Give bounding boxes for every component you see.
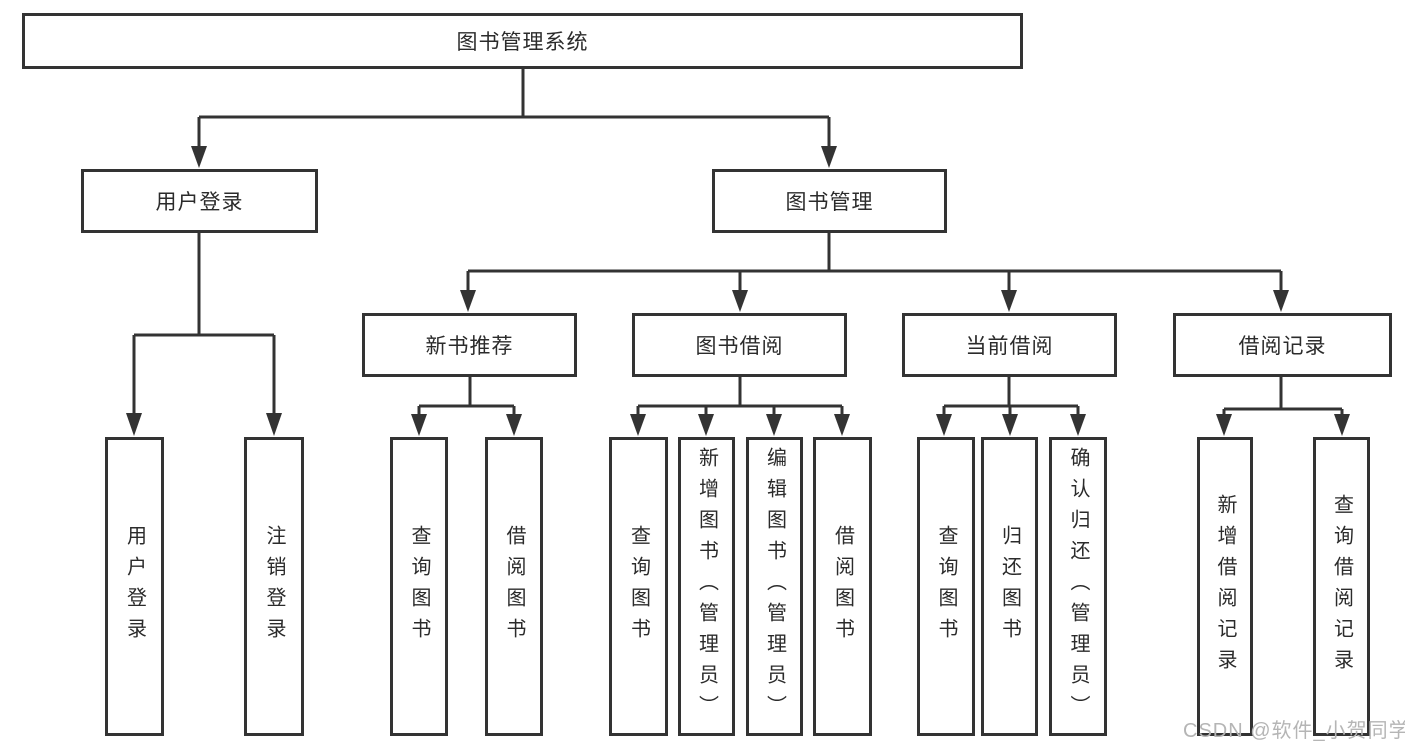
leaf-add-books-admin: 新增图书（管理员） [678,437,735,736]
leaf-confirm-return-admin: 确认归还（管理员） [1049,437,1107,736]
connector-book-borrow-branch [630,377,850,436]
leaf-add-borrow-record-label: 新增借阅记录 [1214,493,1236,680]
node-current-borrow: 当前借阅 [902,313,1117,377]
leaf-add-borrow-record: 新增借阅记录 [1197,437,1253,736]
leaf-query-books-borrow-label: 查询图书 [627,524,650,649]
connector-current-borrow-branch [936,377,1086,436]
node-borrow-records-label: 借阅记录 [1238,335,1327,358]
node-root: 图书管理系统 [22,13,1023,69]
node-book-management: 图书管理 [712,169,947,233]
leaf-query-books-current: 查询图书 [917,437,975,736]
node-book-management-label: 图书管理 [785,191,874,214]
leaf-borrow-books-label: 借阅图书 [831,524,854,649]
leaf-query-borrow-record-label: 查询借阅记录 [1330,493,1353,680]
connector-new-book-branch [411,377,522,436]
connector-user-login-branch [126,233,282,436]
node-new-book-recommend: 新书推荐 [362,313,577,377]
leaf-query-borrow-record: 查询借阅记录 [1313,437,1370,736]
leaf-return-books-label: 归还图书 [998,524,1021,649]
leaf-user-login: 用户登录 [105,437,164,736]
leaf-edit-books-admin: 编辑图书（管理员） [746,437,803,736]
connector-borrow-records-branch [1216,377,1350,436]
leaf-logout-label: 注销登录 [263,524,285,649]
leaf-query-books-borrow: 查询图书 [609,437,668,736]
node-book-borrow: 图书借阅 [632,313,847,377]
connector-book-management-branch [460,233,1289,312]
leaf-query-books-recommend: 查询图书 [390,437,448,736]
leaf-logout: 注销登录 [244,437,304,736]
node-borrow-records: 借阅记录 [1173,313,1392,377]
leaf-borrow-books-recommend: 借阅图书 [485,437,543,736]
leaf-add-books-admin-label: 新增图书（管理员） [695,447,718,726]
node-user-login: 用户登录 [81,169,318,233]
leaf-borrow-books: 借阅图书 [813,437,872,736]
leaf-borrow-books-recommend-label: 借阅图书 [503,524,525,649]
node-current-borrow-label: 当前借阅 [965,335,1054,358]
node-user-login-label: 用户登录 [155,191,244,214]
leaf-user-login-label: 用户登录 [123,524,146,649]
csdn-watermark: CSDN @软件_小贺同学 [1183,720,1405,742]
node-book-borrow-label: 图书借阅 [695,335,784,358]
connector-root-to-level2 [191,69,837,168]
node-root-label: 图书管理系统 [456,31,589,54]
leaf-query-books-current-label: 查询图书 [935,524,957,649]
leaf-return-books: 归还图书 [981,437,1038,736]
leaf-query-books-recommend-label: 查询图书 [408,524,430,649]
leaf-edit-books-admin-label: 编辑图书（管理员） [763,447,786,726]
node-new-book-recommend-label: 新书推荐 [425,335,514,358]
leaf-confirm-return-admin-label: 确认归还（管理员） [1067,447,1089,726]
